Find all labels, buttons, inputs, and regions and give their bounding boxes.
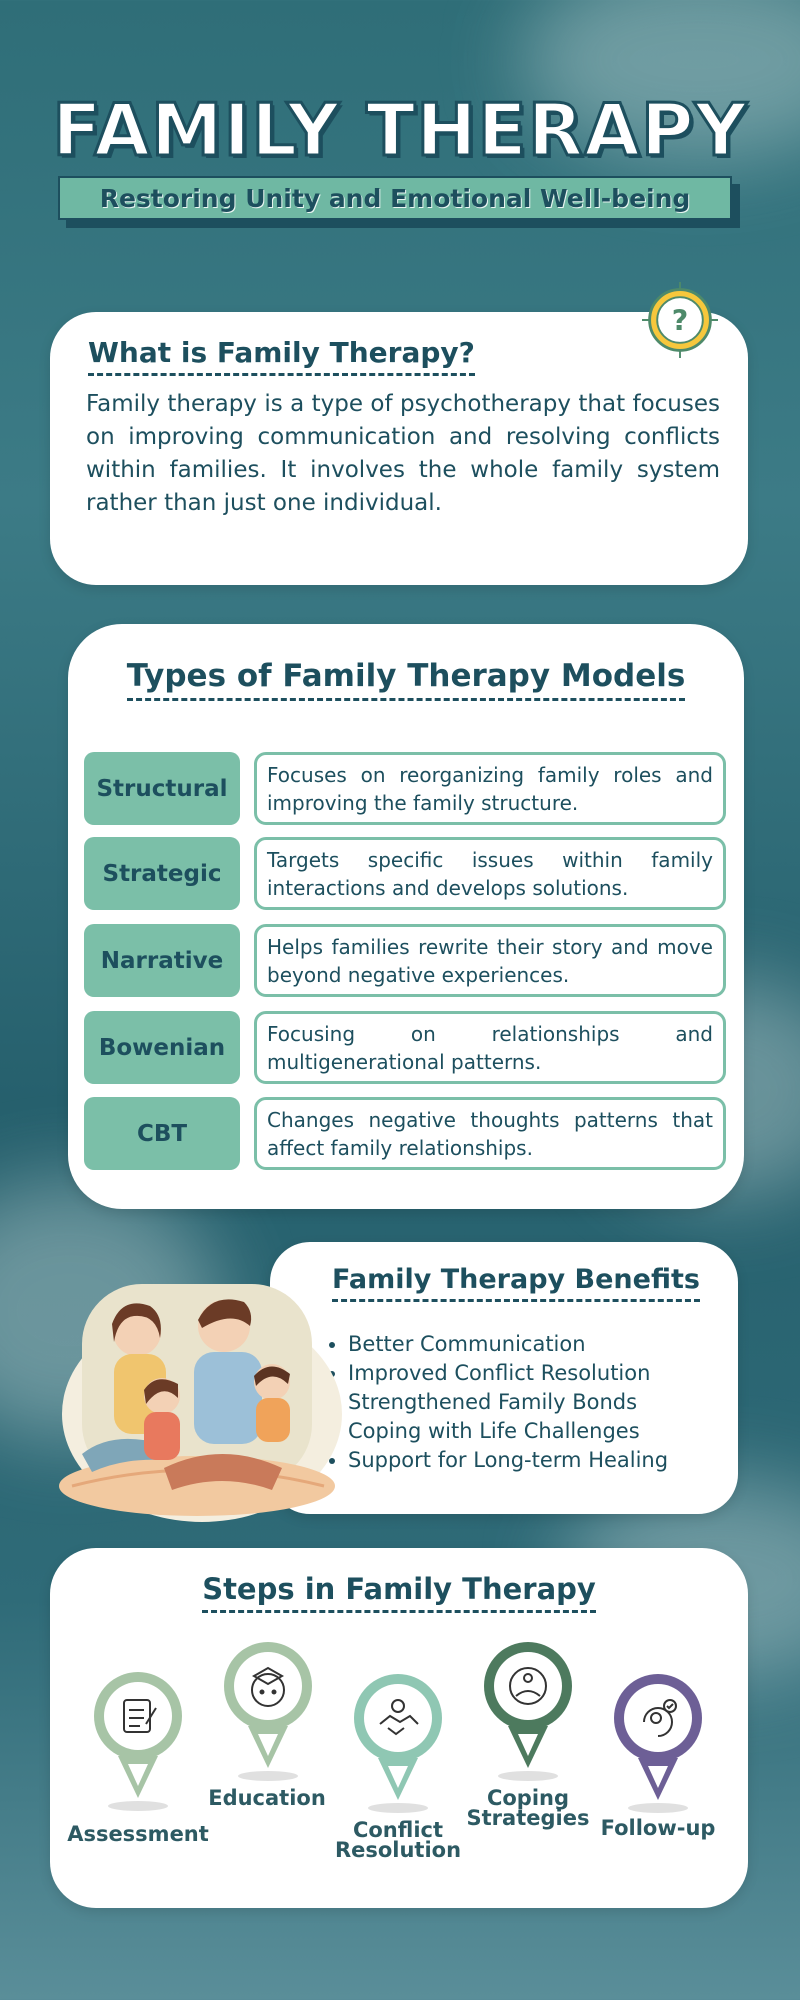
meditation-icon: [509, 1667, 547, 1705]
benefits-card: Family Therapy Benefits Better Communica…: [270, 1242, 738, 1514]
model-name: Structural: [84, 752, 240, 825]
list-item: Strengthened Family Bonds: [348, 1388, 668, 1417]
model-name: Narrative: [84, 924, 240, 997]
therapy-models-title: Types of Family Therapy Models: [126, 658, 686, 701]
what-is-title: What is Family Therapy?: [88, 336, 475, 376]
follow-up-icon: [643, 1699, 677, 1737]
page-title: FAMILY THERAPY: [51, 87, 749, 174]
model-row: Strategic Targets specific issues within…: [84, 837, 726, 910]
model-row: Bowenian Focusing on relationships and m…: [84, 1011, 726, 1084]
family-illustration: [59, 1284, 342, 1522]
step-label: Follow-up: [600, 1816, 716, 1840]
step-label: Education: [208, 1786, 326, 1810]
model-row: Structural Focuses on reorganizing famil…: [84, 752, 726, 825]
model-description: Changes negative thoughts patterns that …: [254, 1097, 726, 1170]
step-pin: [354, 1674, 442, 1813]
therapy-models-card: Types of Family Therapy Models Structura…: [68, 624, 744, 1209]
benefits-list: Better Communication Improved Conflict R…: [348, 1330, 668, 1475]
step-pin: [224, 1642, 312, 1781]
step-label: Coping Strategies: [466, 1786, 590, 1830]
steps-title: Steps in Family Therapy: [202, 1572, 596, 1613]
clipboard-icon: [123, 1699, 157, 1733]
step-label: Assessment: [67, 1822, 209, 1846]
step-pin: [614, 1674, 702, 1813]
list-item: Coping with Life Challenges: [348, 1417, 668, 1446]
page-subtitle: Restoring Unity and Emotional Well-being: [99, 183, 691, 213]
list-item: Support for Long-term Healing: [348, 1446, 668, 1475]
list-item: Better Communication: [348, 1330, 668, 1359]
benefits-title: Family Therapy Benefits: [332, 1264, 700, 1302]
model-description: Helps families rewrite their story and m…: [254, 924, 726, 997]
head-learning-icon: [251, 1666, 285, 1707]
model-description: Focusing on relationships and multigener…: [254, 1011, 726, 1084]
step-pin: [94, 1672, 182, 1811]
model-row: CBT Changes negative thoughts patterns t…: [84, 1097, 726, 1170]
model-description: Targets specific issues within family in…: [254, 837, 726, 910]
model-name: CBT: [84, 1097, 240, 1170]
model-description: Focuses on reorganizing family roles and…: [254, 752, 726, 825]
model-name: Strategic: [84, 837, 240, 910]
what-is-description: Family therapy is a type of psychotherap…: [86, 391, 720, 516]
handshake-icon: [379, 1699, 419, 1736]
list-item: Improved Conflict Resolution: [348, 1359, 668, 1388]
subtitle-banner: Restoring Unity and Emotional Well-being: [58, 176, 732, 220]
model-row: Narrative Helps families rewrite their s…: [84, 924, 726, 997]
what-is-card: What is Family Therapy? ? Family therapy…: [50, 282, 748, 585]
question-mark-icon: ?: [642, 282, 718, 358]
steps-card: Steps in Family Therapy Assessment Educa…: [50, 1548, 748, 1908]
step-label: Conflict Resolution: [334, 1818, 462, 1862]
model-name: Bowenian: [84, 1011, 240, 1084]
step-pin: [484, 1642, 572, 1781]
svg-text:?: ?: [672, 304, 689, 337]
